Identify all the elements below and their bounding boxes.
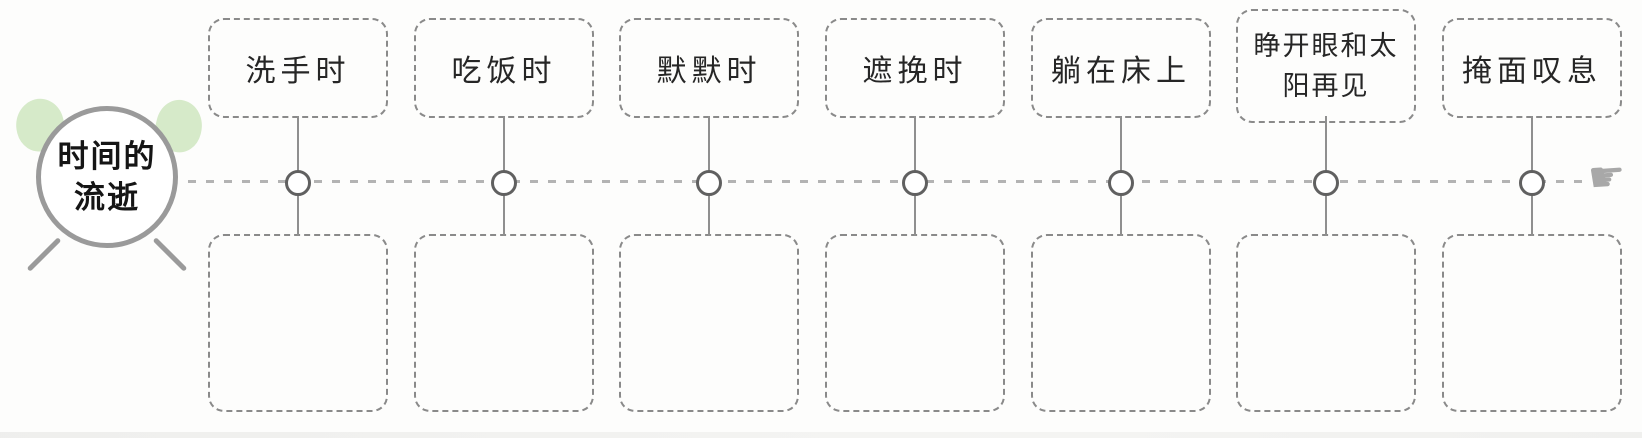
timeline-node <box>285 170 311 196</box>
answer-box <box>414 234 594 412</box>
timeline-node <box>1519 170 1545 196</box>
stage-label-box: 遮挽时 <box>825 18 1005 118</box>
stage-label-box: 躺在床上 <box>1031 18 1211 118</box>
stage-label-box: 洗手时 <box>208 18 388 118</box>
stage-column: 睁开眼和太阳再见 <box>1236 0 1416 438</box>
stage-column: 遮挽时 <box>825 0 1005 438</box>
stage-label-box: 默默时 <box>619 18 799 118</box>
stage-label-box: 掩面叹息 <box>1442 18 1622 118</box>
stage-column: 吃饭时 <box>414 0 594 438</box>
stage-label: 洗手时 <box>245 55 351 88</box>
clock-leg-left <box>26 237 62 272</box>
clock-leg-right <box>152 237 188 272</box>
stage-column: 洗手时 <box>208 0 388 438</box>
stage-column: 躺在床上 <box>1031 0 1211 438</box>
answer-box <box>1236 234 1416 412</box>
answer-box <box>1031 234 1211 412</box>
stage-label: 默默时 <box>656 55 762 88</box>
answer-box <box>825 234 1005 412</box>
stage-label: 遮挽时 <box>862 55 968 88</box>
timeline-node <box>1313 170 1339 196</box>
stage-label: 吃饭时 <box>451 55 557 88</box>
stage-column: 掩面叹息 <box>1442 0 1622 438</box>
answer-box <box>208 234 388 412</box>
timeline-axis <box>188 180 1588 183</box>
topic-line-1: 时间的 <box>57 139 157 174</box>
timeline-node <box>902 170 928 196</box>
stage-column: 默默时 <box>619 0 799 438</box>
timeline-node <box>491 170 517 196</box>
timeline-node <box>696 170 722 196</box>
page-edge-shadow <box>0 432 1642 438</box>
topic-line-2: 流逝 <box>74 180 140 215</box>
stage-label: 睁开眼和太阳再见 <box>1253 30 1399 102</box>
stage-label: 掩面叹息 <box>1462 55 1602 88</box>
answer-box <box>1442 234 1622 412</box>
stage-label: 躺在床上 <box>1051 55 1191 88</box>
answer-box <box>619 234 799 412</box>
timeline-node <box>1108 170 1134 196</box>
topic-badge: 时间的 流逝 <box>36 106 178 248</box>
stage-label-box: 吃饭时 <box>414 18 594 118</box>
stage-label-box: 睁开眼和太阳再见 <box>1236 9 1416 123</box>
